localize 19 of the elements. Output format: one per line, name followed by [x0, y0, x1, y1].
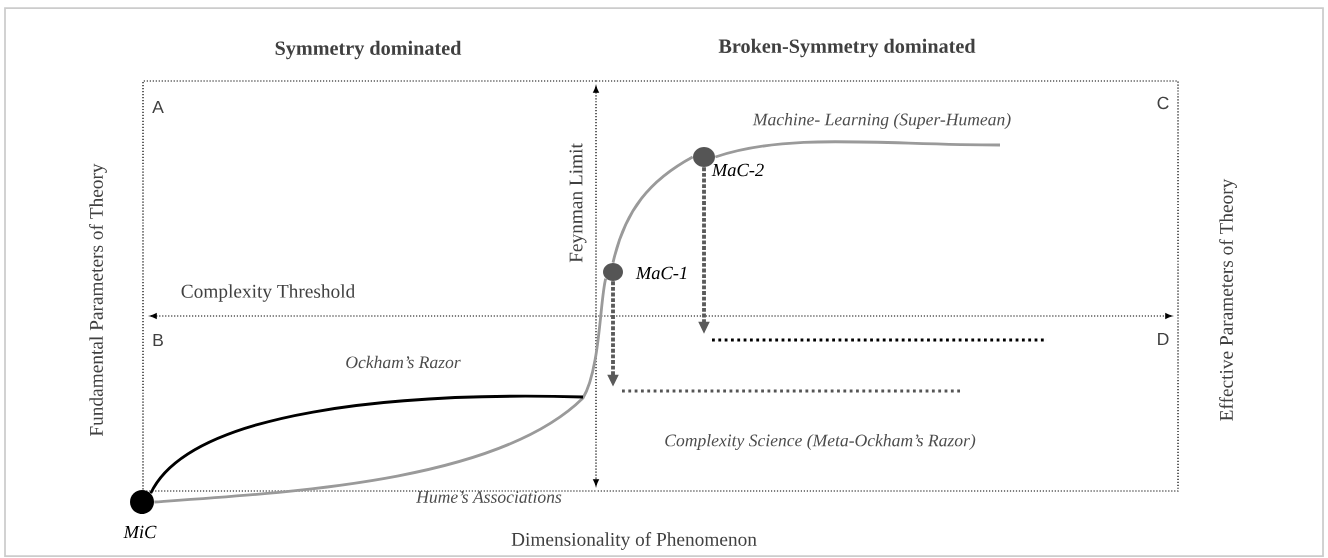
axis-title: Effective Parameters of Theory — [1219, 178, 1237, 421]
curve — [714, 140, 1001, 159]
point-label: MiC — [123, 525, 157, 539]
region-heading: Broken-Symmetry dominated — [718, 38, 976, 58]
point-label: MaC-2 — [711, 163, 764, 177]
quadrant-letter: C — [1157, 96, 1169, 110]
curve — [149, 394, 584, 495]
quadrant-letter: D — [1158, 332, 1169, 346]
curve — [611, 155, 694, 263]
axis-label: Complexity Threshold — [181, 284, 355, 302]
axis-title: Dimensionality of Phenomenon — [511, 532, 757, 550]
curve-label: Ockham’s Razor — [346, 355, 461, 369]
quadrant-letter: B — [153, 333, 163, 347]
region-heading: Symmetry dominated — [275, 40, 462, 60]
region-label: Complexity Science (Meta-Ockham’s Razor) — [665, 434, 976, 450]
quadrant-letter: A — [152, 100, 164, 114]
point-label: MaC-1 — [635, 266, 687, 280]
curve-label: Hume’s Associations — [416, 491, 562, 503]
curve — [154, 278, 608, 504]
